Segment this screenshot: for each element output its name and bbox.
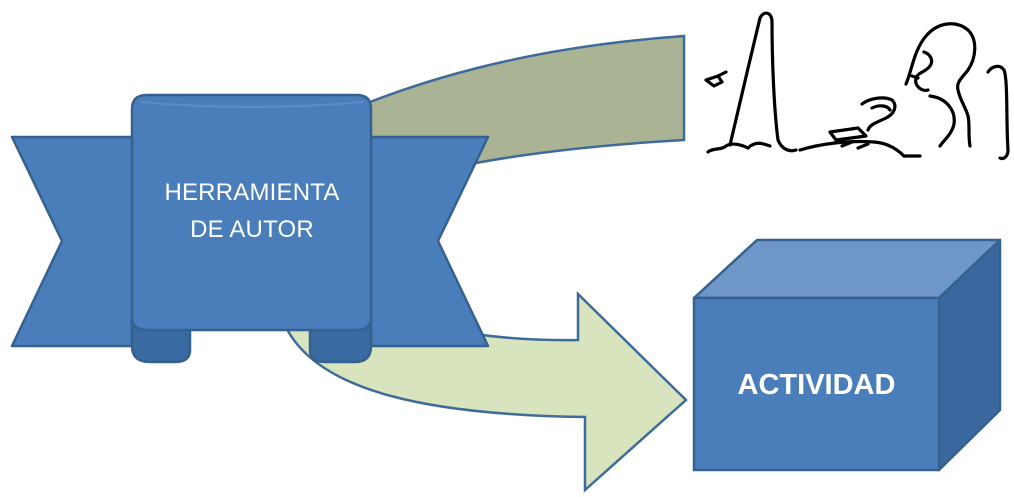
cube-front-face [692,296,941,472]
banner-right-tail [369,135,490,348]
banner-label: HERRAMIENTA DE AUTOR [132,174,372,248]
banner-left-tail [10,135,134,348]
activity-label: ACTIVIDAD [737,369,896,401]
ribbon-banner [10,93,490,364]
activity-cube [692,238,1002,472]
banner-label-line1: HERRAMIENTA [164,179,340,206]
person-at-computer-sketch-icon [704,11,1010,161]
banner-front-panel [130,93,373,332]
banner-label-line2: DE AUTOR [190,216,314,243]
banner-top-edge [139,101,365,108]
